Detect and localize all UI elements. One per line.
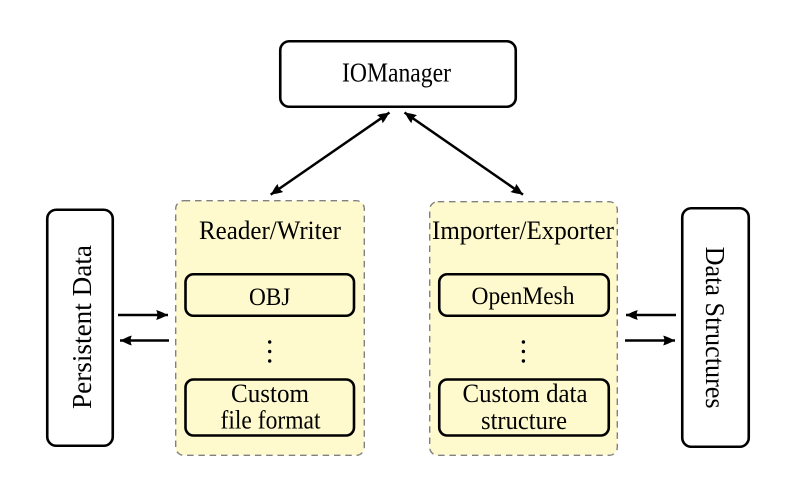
svg-text:Persistent Data: Persistent Data bbox=[67, 245, 97, 409]
svg-text:OpenMesh: OpenMesh bbox=[472, 283, 575, 310]
svg-text:file format: file format bbox=[221, 405, 322, 434]
svg-text:Custom data: Custom data bbox=[463, 379, 588, 408]
svg-text:Data Structures: Data Structures bbox=[700, 247, 730, 409]
svg-text:Reader/Writer: Reader/Writer bbox=[199, 216, 341, 245]
svg-text:structure: structure bbox=[481, 406, 567, 435]
svg-text:Importer/Exporter: Importer/Exporter bbox=[432, 216, 614, 245]
svg-text:IOManager: IOManager bbox=[342, 58, 451, 88]
svg-text:OBJ: OBJ bbox=[249, 284, 291, 311]
svg-text:Custom: Custom bbox=[231, 379, 309, 408]
